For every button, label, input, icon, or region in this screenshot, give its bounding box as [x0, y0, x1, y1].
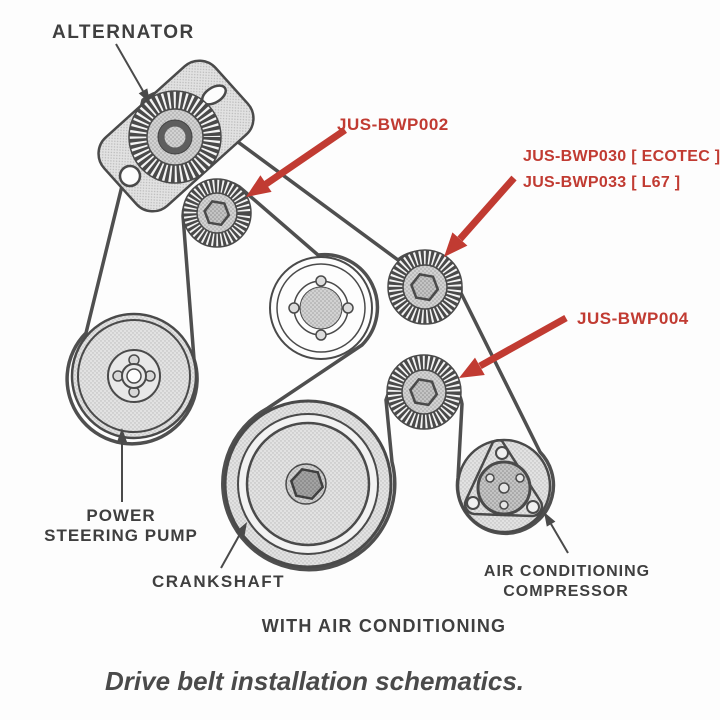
- tensioner-hex-nut: [203, 200, 231, 227]
- ac-bolt: [466, 496, 480, 510]
- bwp004-arrow: [459, 314, 568, 378]
- crankshaft-pulley: [223, 399, 393, 569]
- water-pump-pulley: [269, 256, 373, 360]
- ac-compressor-pointer: [544, 512, 569, 554]
- ac-bolt: [495, 446, 509, 460]
- ac-compressor-pulley: [456, 438, 552, 534]
- alternator-pulley-ribs: [129, 91, 221, 183]
- callout-bwp033: JUS-BWP033 [ L67 ]: [523, 174, 680, 191]
- callout-bwp002: JUS-BWP002: [337, 115, 449, 134]
- bwp002-arrow: [246, 127, 347, 197]
- bwp030-arrow: [444, 175, 517, 257]
- power-steering-pulley: [70, 312, 198, 440]
- idler-pulley-bwp004: [386, 354, 462, 430]
- water-pump-bolt: [288, 302, 300, 314]
- tensioner-pulley-bwp002: [182, 178, 252, 248]
- crankshaft-hex-bolt: [289, 467, 325, 501]
- crankshaft-label: CRANKSHAFT: [152, 572, 285, 591]
- water-pump-bolt: [315, 329, 327, 341]
- ac-compressor-label-line1: AIR CONDITIONING: [484, 563, 650, 580]
- ac-clutch-hole: [515, 473, 525, 483]
- alternator-assembly: [97, 59, 255, 213]
- callout-arrows: [246, 127, 568, 378]
- ac-bracket: [463, 439, 544, 518]
- power-steering-pointer: [117, 428, 127, 502]
- power-steering-label-line2: STEERING PUMP: [44, 526, 198, 545]
- label-pointers: [115, 43, 569, 569]
- alternator-bracket-hole: [118, 164, 142, 188]
- idler-bwp004-ribs: [387, 355, 461, 429]
- alternator-label: ALTERNATOR: [52, 22, 195, 43]
- ac-clutch-hole: [499, 500, 509, 510]
- ac-clutch-hole: [485, 473, 495, 483]
- ac-bolt: [526, 500, 540, 514]
- caption: Drive belt installation schematics.: [105, 666, 524, 696]
- power-steering-label-line1: POWER: [86, 506, 155, 525]
- alternator-pointer: [115, 43, 150, 103]
- idler-pulley-bwp030: [387, 249, 463, 325]
- tensioner-pulley-ribs: [183, 179, 251, 247]
- callout-bwp004: JUS-BWP004: [577, 309, 689, 328]
- idler-bwp030-ribs: [388, 250, 462, 324]
- ac-compressor-label-line2: COMPRESSOR: [503, 583, 629, 600]
- water-pump-bolt: [342, 302, 354, 314]
- idler-bwp004-hex-nut: [408, 378, 439, 407]
- water-pump-bolt: [315, 275, 327, 287]
- idler-bwp030-hex-nut: [409, 273, 440, 302]
- alternator-pulley: [128, 90, 222, 184]
- callout-bwp030: JUS-BWP030 [ ECOTEC ]: [523, 148, 720, 165]
- variant-label: WITH AIR CONDITIONING: [262, 616, 507, 636]
- crankshaft-pointer: [220, 522, 247, 569]
